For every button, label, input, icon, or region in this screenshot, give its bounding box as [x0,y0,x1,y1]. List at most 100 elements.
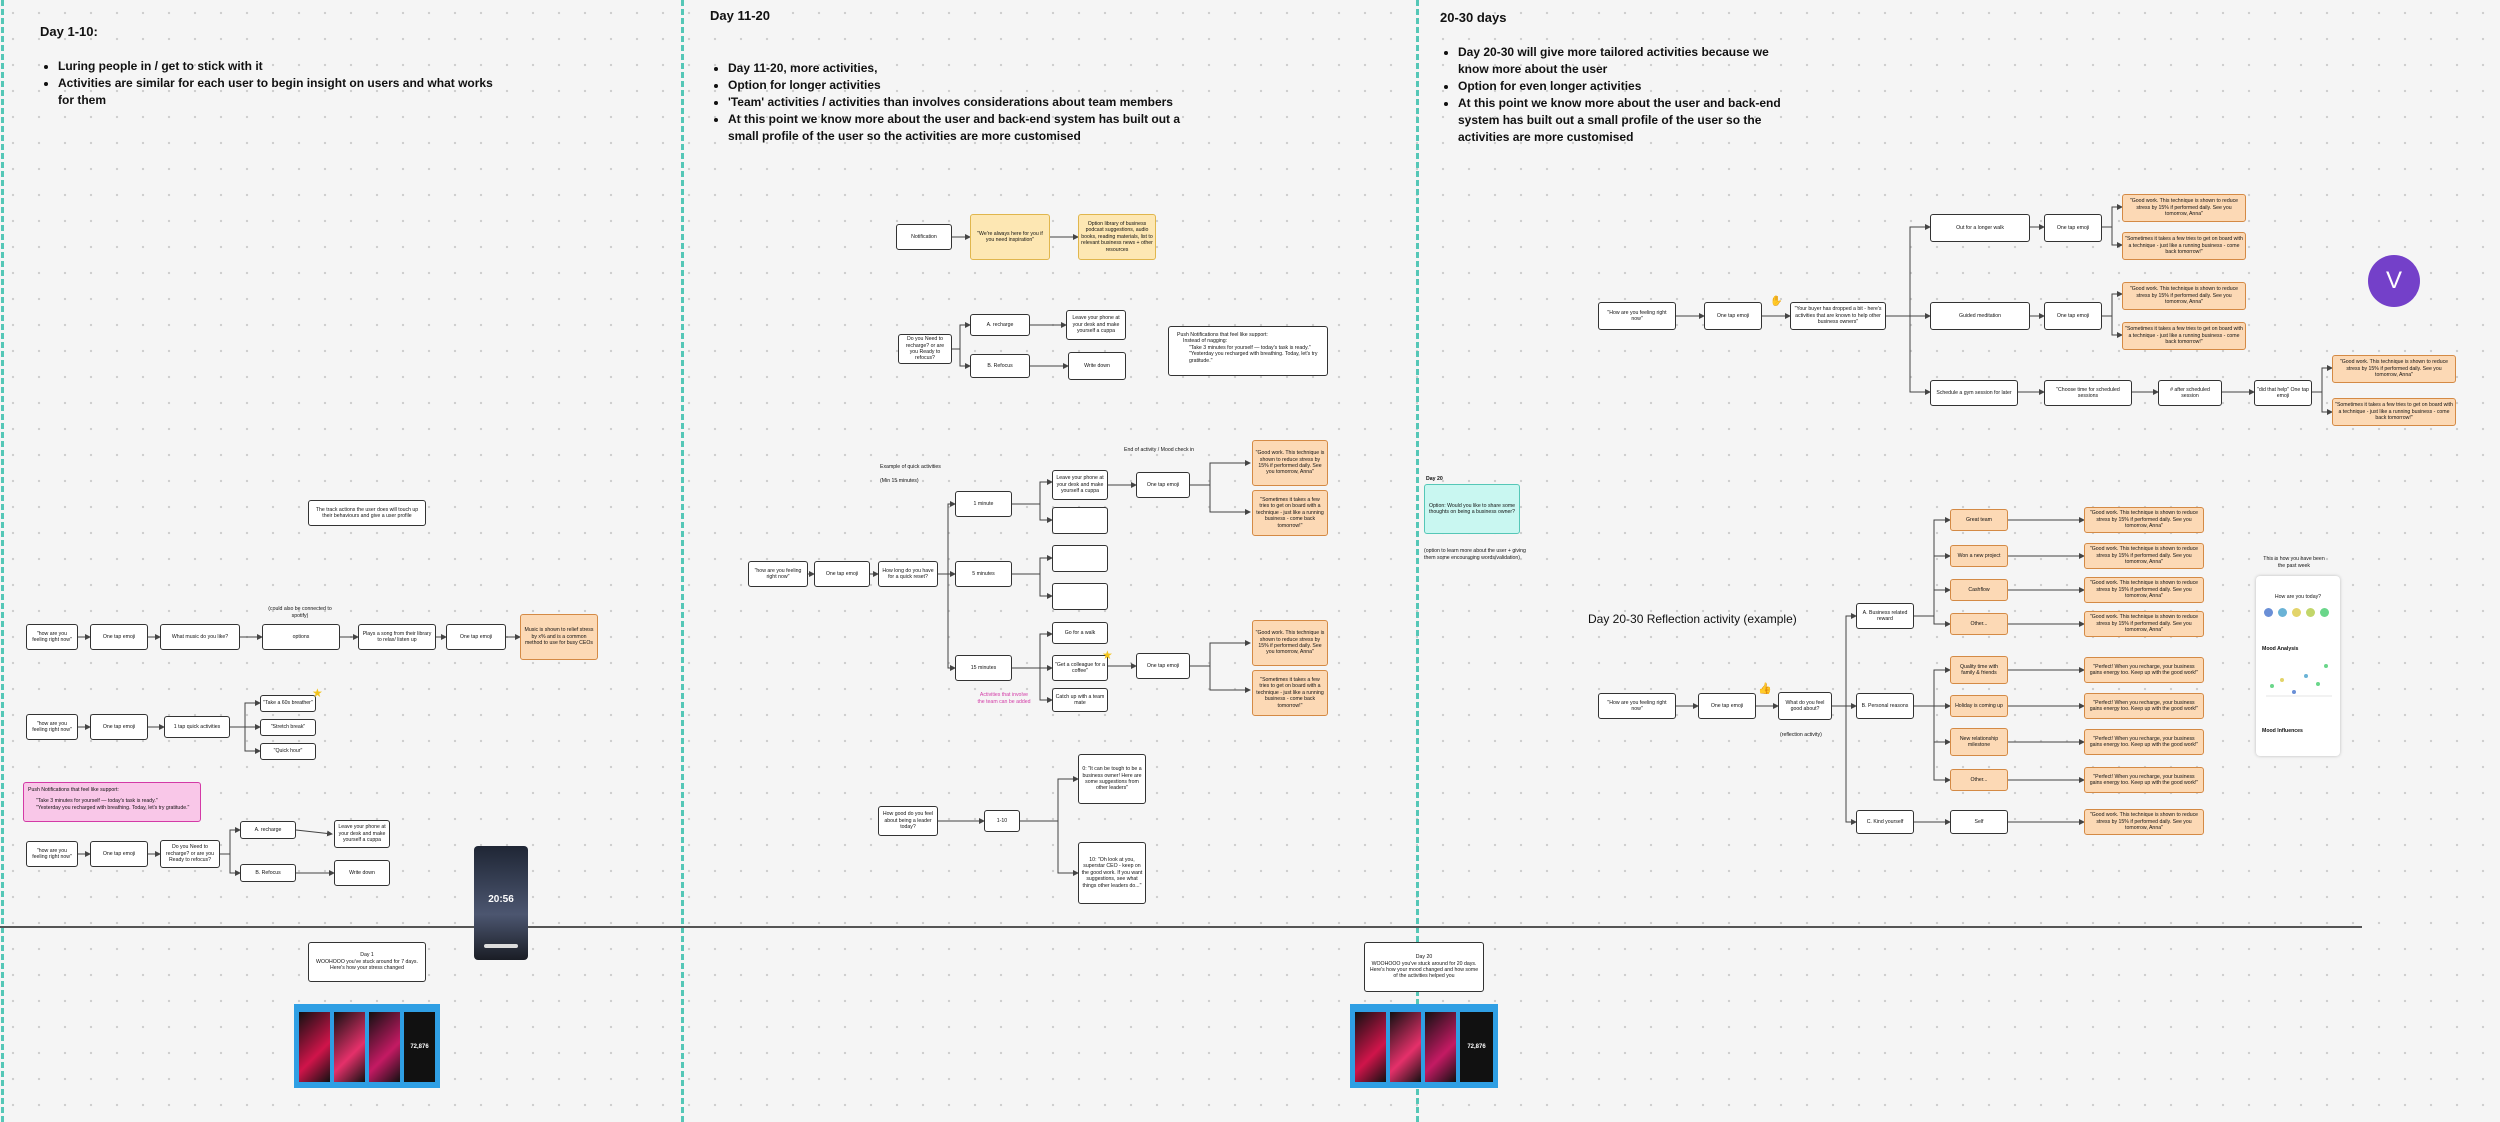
reflection-activity-note: (reflection activity) [1780,732,1822,739]
catch-up-box[interactable]: Catch up with a team mate [1052,688,1108,712]
feeling-box[interactable]: "How are you feeling right now" [1598,302,1676,330]
personal-reasons-box[interactable]: B. Personal reasons [1856,693,1914,719]
colleague-box[interactable]: "Get a colleague for a coffee" [1052,655,1108,681]
great-team-box[interactable]: Great team [1950,509,2008,531]
one-tap-box[interactable]: One tap emoji [2044,302,2102,330]
perfect-box: "Perfect! When you recharge, your busine… [2084,767,2204,793]
longer-walk-box[interactable]: Out for a longer walk [1930,214,2030,242]
perfect-box: "Perfect! When you recharge, your busine… [2084,693,2204,719]
plays-song-box[interactable]: Plays a song from their library to relax… [358,624,436,650]
one-tap-box[interactable]: One tap emoji [90,841,148,867]
always-here-box: "We're always here for you if you need i… [970,214,1050,260]
one-tap-box[interactable]: One tap emoji [1704,302,1762,330]
push-notification-box-2: Push Notifications that feel like suppor… [1168,326,1328,376]
feeling-box[interactable]: "how are you feeling right now" [26,714,78,740]
after-session-box: # after scheduled session [2158,380,2222,406]
mood-emoji[interactable] [2306,608,2315,617]
one-tap-box[interactable]: One tap emoji [446,624,506,650]
business-reward-box[interactable]: A. Business related reward [1856,603,1914,629]
write-box: Write down [334,860,390,886]
good-work-box: "Good work. This technique is shown to r… [2084,507,2204,533]
push-item: "Yesterday you recharged with breathing.… [1177,351,1319,364]
other-box[interactable]: Other... [1950,613,2008,635]
one-tap-box[interactable]: One tap emoji [1698,693,1756,719]
quick-activities-box[interactable]: 1 tap quick activities [164,716,230,738]
star-icon: ★ [1102,648,1113,662]
sometimes-box: "Sometimes it takes a few tries to get o… [1252,490,1328,536]
push-title: Push Notifications that feel like suppor… [28,787,196,793]
one-tap-box[interactable]: One tap emoji [1136,653,1190,679]
min-note: (Min 15 minutes) [880,478,919,485]
one-tap-box[interactable]: One tap emoji [2044,214,2102,242]
recharge-option-box[interactable]: A. recharge [240,821,296,839]
mood-scatter [2262,656,2334,700]
quality-time-box[interactable]: Quality time with family & friends [1950,656,2008,684]
library-box: Option library of business podcast sugge… [1078,214,1156,260]
sometimes-box: "Sometimes it takes a few tries to get o… [1252,670,1328,716]
one-tap-box[interactable]: One tap emoji [90,714,148,740]
refocus-option-box[interactable]: B. Refocus [240,864,296,882]
mood-emoji[interactable] [2292,608,2301,617]
quick-hour-box[interactable]: "Quick hour" [260,743,316,760]
buyer-dropped-box: "Your buyer has dropped a bit - here's a… [1790,302,1886,330]
sometimes-box: "Sometimes it takes a few tries to get o… [2332,398,2456,426]
perfect-box: "Perfect! When you recharge, your busine… [2084,729,2204,755]
guided-meditation-box[interactable]: Guided meditation [1930,302,2030,330]
end-activity-note: End of activity / Mood check in [1124,447,1194,454]
walk-box[interactable]: Go for a walk [1052,622,1108,644]
one-tap-box[interactable]: One tap emoji [814,561,870,587]
cashflow-box[interactable]: Cashflow [1950,579,2008,601]
feeling-box[interactable]: "How are you feeling right now" [1598,693,1676,719]
promo-number: 72,876 [404,1012,435,1082]
how-long-box[interactable]: How long do you have for a quick reset? [878,561,938,587]
feeling-box[interactable]: "how are you feeling right now" [26,841,78,867]
scale-box[interactable]: 1-10 [984,810,1020,832]
feeling-box[interactable]: "how are you feeling right now" [748,561,808,587]
options-box[interactable]: options [262,624,340,650]
fifteen-minutes-box[interactable]: 15 minutes [955,655,1012,681]
empty-activity-box [1052,545,1108,572]
good-work-box: "Good work. This technique is shown to r… [2332,355,2456,383]
self-box[interactable]: Self [1950,810,2008,834]
schedule-gym-box[interactable]: Schedule a gym session for later [1930,380,2018,406]
breather-box[interactable]: "Take a 60s breather" [260,695,316,712]
relationship-box[interactable]: New relationship milestone [1950,728,2008,756]
mood-card: How are you today? Mood Analysis Mood In… [2256,576,2340,756]
avatar[interactable]: V [2368,255,2420,307]
good-work-box: "Good work. This technique is shown to r… [2084,543,2204,569]
stretch-box[interactable]: "Stretch break" [260,719,316,736]
perfect-box: "Perfect! When you recharge, your busine… [2084,657,2204,683]
promo-cards-day20: 72,876 [1350,1004,1498,1088]
feeling-box[interactable]: "how are you feeling right now" [26,624,78,650]
low-score-box: 0: "It can be tough to be a business own… [1078,754,1146,804]
other-box[interactable]: Other... [1950,769,2008,791]
mood-emoji[interactable] [2320,608,2329,617]
good-work-box: "Good work. This technique is shown to r… [1252,620,1328,666]
kind-yourself-box[interactable]: C. Kind yourself [1856,810,1914,834]
holiday-box[interactable]: Holiday is coming up [1950,695,2008,717]
push-item: "Yesterday you recharged with breathing.… [28,805,196,811]
write-box: Write down [1068,352,1126,380]
mood-emoji[interactable] [2278,608,2287,617]
did-that-help-box[interactable]: "did that help" One tap emoji [2254,380,2312,406]
refocus-option-box[interactable]: B. Refocus [970,354,1030,378]
mood-emoji[interactable] [2264,608,2273,617]
recharge-option-box[interactable]: A. recharge [970,314,1030,336]
one-tap-box[interactable]: One tap emoji [90,624,148,650]
one-tap-box[interactable]: One tap emoji [1136,472,1190,498]
recharge-question-box[interactable]: Do you Need to recharge? or are you Read… [898,334,952,364]
one-minute-box[interactable]: 1 minute [955,491,1012,517]
leave-phone-box: Leave your phone at your desk and make y… [1052,470,1108,500]
five-minutes-box[interactable]: 5 minutes [955,561,1012,587]
new-project-box[interactable]: Won a new project [1950,545,2008,567]
day1-summary-box: Day 1 WOOHOOO you've stuck around for 7 … [308,942,426,982]
sometimes-box: "Sometimes it takes a few tries to get o… [2122,322,2246,350]
recharge-question-box[interactable]: Do you Need to recharge? or are you Read… [160,840,220,868]
promo-number: 72,876 [1460,1012,1493,1082]
what-feel-box[interactable]: What do you feel good about? [1778,692,1832,720]
choose-time-box[interactable]: "Choose time for scheduled sessions [2044,380,2132,406]
how-good-box[interactable]: How good do you feel about being a leade… [878,806,938,836]
music-box[interactable]: What music do you like? [160,624,240,650]
star-icon: ★ [312,686,323,700]
notification-box[interactable]: Notification [896,224,952,250]
